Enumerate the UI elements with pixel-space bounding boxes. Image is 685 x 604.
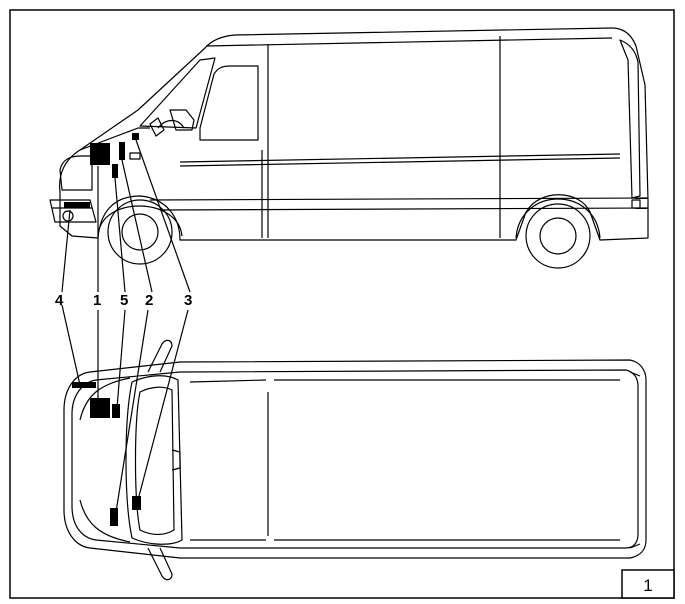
callout-2: 2 bbox=[145, 292, 153, 309]
component-1-side bbox=[90, 143, 110, 165]
component-5-side bbox=[112, 164, 118, 178]
component-3-top bbox=[132, 496, 141, 510]
component-3-side bbox=[132, 133, 139, 140]
diagram-border bbox=[9, 9, 675, 599]
callout-labels: 4 1 5 2 3 bbox=[55, 292, 192, 309]
side-view-van bbox=[49, 27, 649, 269]
component-1-top bbox=[90, 398, 110, 418]
component-5-top bbox=[112, 404, 120, 418]
figure-number: 1 bbox=[643, 576, 652, 595]
component-2-top bbox=[110, 508, 118, 526]
figure-number-box: 1 bbox=[621, 569, 675, 599]
component-4-side bbox=[64, 202, 90, 208]
top-view-van bbox=[63, 339, 647, 581]
side-view-components bbox=[64, 133, 139, 208]
component-2-side bbox=[119, 142, 125, 160]
callout-5: 5 bbox=[120, 292, 128, 309]
top-view-components bbox=[72, 382, 141, 526]
callout-1: 1 bbox=[93, 292, 101, 309]
leader-lines bbox=[61, 139, 191, 513]
component-4-top bbox=[72, 382, 96, 388]
callout-4: 4 bbox=[55, 292, 64, 309]
callout-3: 3 bbox=[184, 292, 192, 309]
